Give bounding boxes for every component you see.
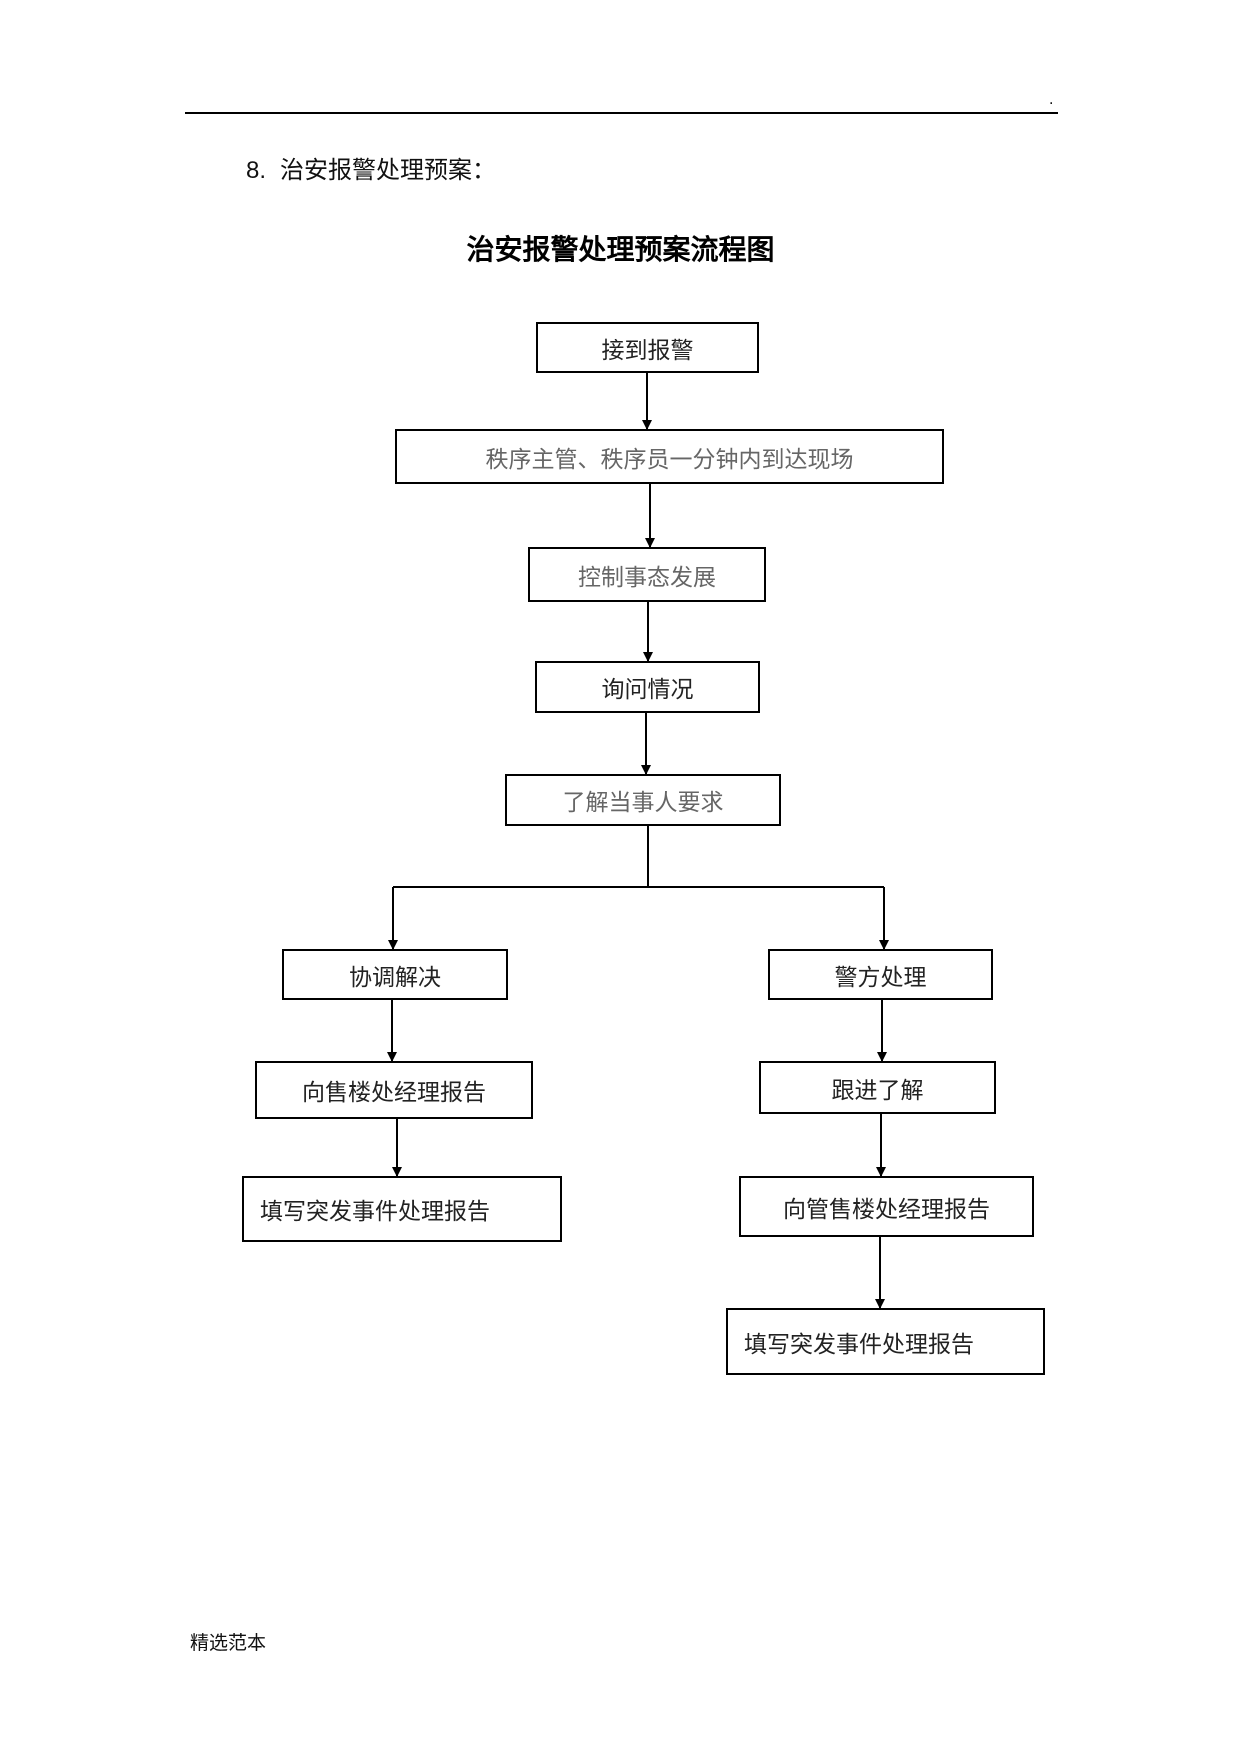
header-rule xyxy=(185,112,1058,114)
section-number: 8. xyxy=(246,157,267,184)
node-police: 警方处理 xyxy=(768,949,993,1000)
diagram-title: 治安报警处理预案流程图 xyxy=(466,233,775,266)
node-arrive-scene: 秩序主管、秩序员一分钟内到达现场 xyxy=(395,429,944,484)
node-coordinate: 协调解决 xyxy=(282,949,508,1000)
node-fill-report-right: 填写突发事件处理报告 xyxy=(726,1308,1045,1375)
section-heading: 8. 治安报警处理预案： xyxy=(246,150,496,185)
header-mark: . xyxy=(1049,92,1054,108)
node-receive-alarm: 接到报警 xyxy=(536,322,759,373)
node-report-sales-manager: 向售楼处经理报告 xyxy=(255,1061,533,1119)
node-report-mgmt-sales-manager: 向管售楼处经理报告 xyxy=(739,1176,1034,1237)
node-inquire: 询问情况 xyxy=(535,661,760,713)
node-fill-report-left: 填写突发事件处理报告 xyxy=(242,1176,562,1242)
footer-text: 精选范本 xyxy=(190,1632,267,1654)
node-follow-up: 跟进了解 xyxy=(759,1061,996,1114)
node-control-situation: 控制事态发展 xyxy=(528,547,766,602)
section-title: 治安报警处理预案： xyxy=(280,156,497,184)
node-understand-demands: 了解当事人要求 xyxy=(505,774,781,826)
